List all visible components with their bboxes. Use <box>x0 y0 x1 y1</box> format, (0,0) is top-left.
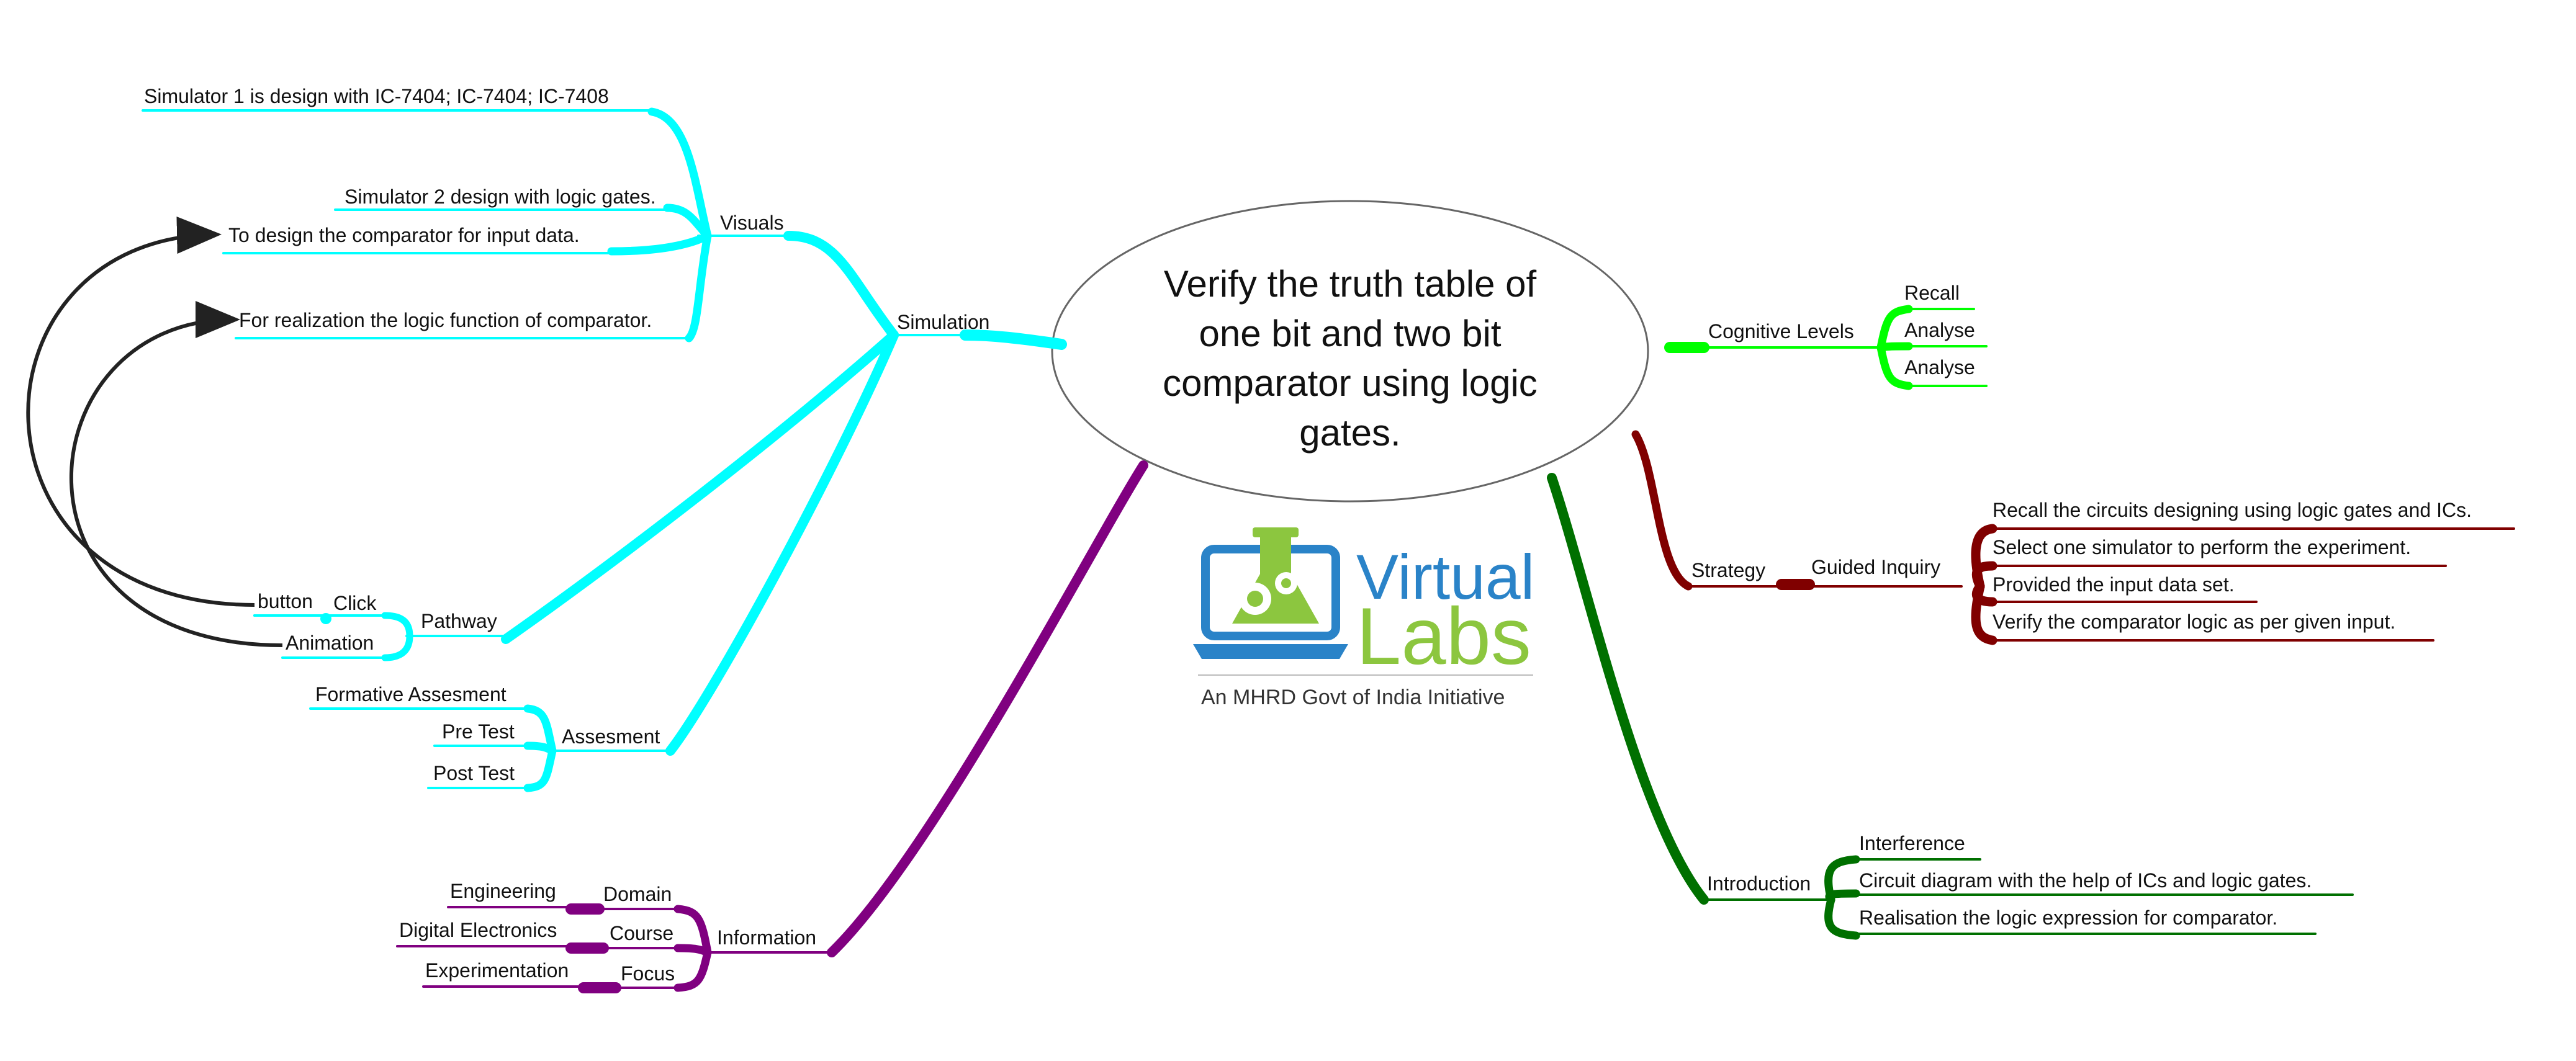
central-topic[interactable]: Verify the truth table of one bit and tw… <box>1051 200 1649 503</box>
cognitive-item-analyse-2[interactable]: Analyse <box>1904 356 1975 378</box>
node-strategy[interactable]: Strategy <box>1691 559 1765 581</box>
guided-item-select-simulator[interactable]: Select one simulator to perform the expe… <box>1993 536 2411 558</box>
branch-information <box>396 460 1148 993</box>
node-introduction[interactable]: Introduction <box>1707 872 1811 895</box>
information-label-focus[interactable]: Focus <box>621 962 675 985</box>
central-topic-ellipse <box>1051 200 1649 503</box>
logo-tagline: An MHRD Govt of India Initiative <box>1201 686 1505 709</box>
guided-item-recall-circuits[interactable]: Recall the circuits designing using logi… <box>1993 499 2472 521</box>
node-visuals[interactable]: Visuals <box>720 212 784 234</box>
central-title-line-4: gates. <box>1299 412 1400 454</box>
visuals-item-simulator2[interactable]: Simulator 2 design with logic gates. <box>345 186 656 208</box>
branch-strategy <box>1631 430 2515 645</box>
information-label-domain[interactable]: Domain <box>603 883 672 905</box>
logo-word-labs: Labs <box>1356 591 1531 681</box>
node-guided-inquiry[interactable]: Guided Inquiry <box>1811 556 1940 578</box>
node-cognitive-levels[interactable]: Cognitive Levels <box>1708 320 1854 342</box>
information-value-digital-electronics[interactable]: Digital Electronics <box>399 919 557 941</box>
laptop-flask-icon <box>1193 527 1348 659</box>
guided-item-verify-logic[interactable]: Verify the comparator logic as per given… <box>1993 611 2395 633</box>
visuals-item-simulator1[interactable]: Simulator 1 is design with IC-7404; IC-7… <box>144 85 609 107</box>
node-assesment[interactable]: Assesment <box>562 725 660 748</box>
node-pathway[interactable]: Pathway <box>421 610 497 632</box>
information-label-course[interactable]: Course <box>610 922 673 944</box>
cognitive-item-recall[interactable]: Recall <box>1904 282 1960 304</box>
introduction-item-circuit-diagram[interactable]: Circuit diagram with the help of ICs and… <box>1859 869 2312 892</box>
arrow-animation-to-realization <box>69 301 283 647</box>
pathway-animation[interactable]: Animation <box>286 632 374 654</box>
central-title-line-3: comparator using logic <box>1163 362 1538 404</box>
virtual-labs-logo: Virtual Labs An MHRD Govt of India Initi… <box>1193 527 1534 709</box>
assesment-item-pretest[interactable]: Pre Test <box>442 720 515 743</box>
branch-cognitive <box>1664 305 1988 390</box>
logo-word-virtual: Virtual <box>1356 542 1534 612</box>
introduction-item-interference[interactable]: Interference <box>1859 832 1965 854</box>
arrow-button-to-design <box>26 217 255 607</box>
node-simulation[interactable]: Simulation <box>897 311 989 333</box>
information-value-engineering[interactable]: Engineering <box>450 880 556 902</box>
pathway-button[interactable]: button <box>258 590 313 612</box>
relation-arrows <box>26 217 283 647</box>
branch-introduction <box>1547 473 2354 940</box>
pathway-click[interactable]: Click <box>333 592 377 614</box>
assesment-item-posttest[interactable]: Post Test <box>433 762 515 784</box>
visuals-item-realization[interactable]: For realization the logic function of co… <box>239 309 652 331</box>
assesment-item-formative[interactable]: Formative Assesment <box>315 683 507 705</box>
central-title-line-1: Verify the truth table of <box>1164 263 1537 305</box>
node-information[interactable]: Information <box>717 926 816 949</box>
visuals-item-design[interactable]: To design the comparator for input data. <box>228 224 580 246</box>
central-title-line-2: one bit and two bit <box>1199 313 1501 354</box>
guided-item-input-data[interactable]: Provided the input data set. <box>1993 573 2235 596</box>
introduction-item-realisation[interactable]: Realisation the logic expression for com… <box>1859 907 2277 929</box>
cognitive-item-analyse-1[interactable]: Analyse <box>1904 319 1975 341</box>
information-value-experimentation[interactable]: Experimentation <box>425 959 569 982</box>
branch-simulation <box>142 107 1067 792</box>
